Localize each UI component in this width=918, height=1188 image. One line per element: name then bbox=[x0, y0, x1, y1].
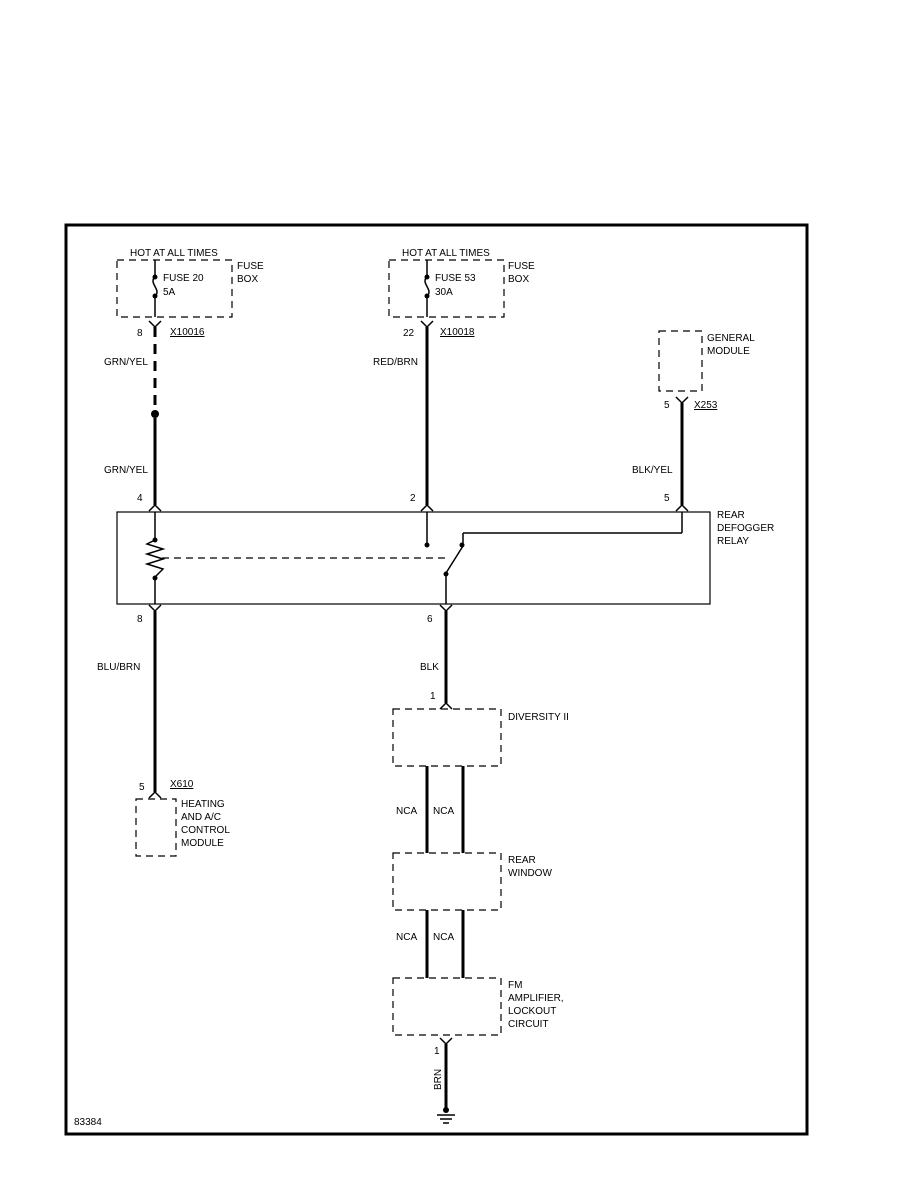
fm-amp-label-2: AMPLIFIER, bbox=[508, 993, 564, 1004]
fuse-box-1-label-1: FUSE bbox=[237, 261, 264, 272]
hvac-connector: X610 bbox=[170, 779, 194, 790]
wire-1-upper-label: GRN/YEL bbox=[104, 357, 148, 368]
connector-x610-icon bbox=[148, 790, 162, 799]
fuse-box-2-pin: 22 bbox=[403, 328, 415, 339]
relay-coil-icon bbox=[144, 539, 166, 578]
relay-outline bbox=[116, 511, 711, 605]
diversity-pin: 1 bbox=[430, 691, 436, 702]
wire-2-label: RED/BRN bbox=[373, 357, 418, 368]
fuse-box-2-hot-label: HOT AT ALL TIMES bbox=[402, 248, 490, 259]
fm-amplifier-lockout: FM AMPLIFIER, LOCKOUT CIRCUIT bbox=[392, 977, 564, 1036]
connector-x10018-icon bbox=[420, 320, 434, 329]
fuse-20-rating: 5A bbox=[163, 287, 176, 298]
fm-amp-label-3: LOCKOUT bbox=[508, 1006, 556, 1017]
wire-4-label: BLU/BRN bbox=[97, 662, 140, 673]
relay-pin-5-connector-icon bbox=[675, 503, 689, 512]
general-module-pin: 5 bbox=[664, 400, 670, 411]
relay-pin-4-connector-icon bbox=[148, 503, 162, 512]
hvac-label-2: AND A/C bbox=[181, 812, 221, 823]
splice-icon bbox=[151, 410, 159, 418]
relay-contact-nc bbox=[424, 542, 430, 548]
fm-amp-connector-icon bbox=[439, 1037, 453, 1046]
general-module-connector: X253 bbox=[694, 400, 718, 411]
hvac-control-module: 5 X610 HEATING AND A/C CONTROL MODULE bbox=[135, 779, 230, 857]
general-module-label-2: MODULE bbox=[707, 346, 750, 357]
rear-window: REAR WINDOW bbox=[392, 852, 552, 911]
diversity-connector-icon bbox=[439, 701, 453, 710]
relay-label-2: DEFOGGER bbox=[717, 523, 774, 534]
wire-ground-label: BRN bbox=[433, 1069, 444, 1090]
fm-amp-outline bbox=[392, 977, 502, 1036]
hvac-label-3: CONTROL bbox=[181, 825, 230, 836]
rear-window-outline bbox=[392, 852, 502, 911]
relay-switch-arm bbox=[445, 545, 464, 574]
fuse-box-1-hot-label: HOT AT ALL TIMES bbox=[130, 248, 218, 259]
relay-label-1: REAR bbox=[717, 510, 745, 521]
wire-nca-4-label: NCA bbox=[433, 932, 454, 943]
connector-x10016-icon bbox=[148, 320, 162, 329]
hvac-module-outline bbox=[135, 798, 177, 857]
fm-amp-label-4: CIRCUIT bbox=[508, 1019, 549, 1030]
fuse-box-1-label-2: BOX bbox=[237, 274, 258, 285]
fuse-box-2-connector: X10018 bbox=[440, 327, 475, 338]
rear-defogger-relay: REAR DEFOGGER RELAY bbox=[116, 510, 774, 605]
fuse-box-1-outline bbox=[116, 259, 233, 318]
fuse-53-rating: 30A bbox=[435, 287, 453, 298]
relay-pin-2: 2 bbox=[410, 493, 416, 504]
fuse-box-1: HOT AT ALL TIMES FUSE 20 5A FUSE BOX 8 X… bbox=[116, 248, 264, 339]
fuse-box-2-label-2: BOX bbox=[508, 274, 529, 285]
general-module-outline bbox=[658, 330, 703, 392]
general-module: GENERAL MODULE 5 X253 bbox=[658, 330, 755, 411]
general-module-label-1: GENERAL bbox=[707, 333, 755, 344]
diversity-label: DIVERSITY II bbox=[508, 712, 569, 723]
rear-window-label-2: WINDOW bbox=[508, 868, 552, 879]
relay-pin-8-connector-icon bbox=[148, 604, 162, 613]
hvac-label-1: HEATING bbox=[181, 799, 225, 810]
relay-pin-8: 8 bbox=[137, 614, 143, 625]
fm-amp-label-1: FM bbox=[508, 980, 522, 991]
relay-pin-6: 6 bbox=[427, 614, 433, 625]
diversity-ii: DIVERSITY II bbox=[392, 708, 569, 767]
fuse-20-name: FUSE 20 bbox=[163, 273, 204, 284]
fuse-53-icon bbox=[424, 276, 430, 297]
wire-1-lower-label: GRN/YEL bbox=[104, 465, 148, 476]
relay-pin-2-connector-icon bbox=[420, 503, 434, 512]
relay-pin-5: 5 bbox=[664, 493, 670, 504]
fuse-box-2-outline bbox=[388, 259, 505, 318]
fuse-box-2: HOT AT ALL TIMES FUSE 53 30A FUSE BOX 22… bbox=[388, 248, 535, 339]
hvac-pin: 5 bbox=[139, 782, 145, 793]
wire-nca-1-label: NCA bbox=[396, 806, 417, 817]
fuse-box-2-label-1: FUSE bbox=[508, 261, 535, 272]
wire-5-label: BLK bbox=[420, 662, 439, 673]
figure-id: 83384 bbox=[74, 1117, 102, 1128]
relay-label-3: RELAY bbox=[717, 536, 749, 547]
hvac-label-4: MODULE bbox=[181, 838, 224, 849]
ground-icon bbox=[437, 1114, 455, 1124]
connector-x253-icon bbox=[675, 396, 689, 405]
wire-nca-3-label: NCA bbox=[396, 932, 417, 943]
fuse-box-1-connector: X10016 bbox=[170, 327, 205, 338]
fuse-20-icon bbox=[152, 276, 158, 297]
diversity-outline bbox=[392, 708, 502, 767]
wire-3-label: BLK/YEL bbox=[632, 465, 673, 476]
wire-nca-2-label: NCA bbox=[433, 806, 454, 817]
fuse-box-1-pin: 8 bbox=[137, 328, 143, 339]
ground-junction bbox=[443, 1107, 449, 1113]
fuse-53-name: FUSE 53 bbox=[435, 273, 476, 284]
diagram-frame bbox=[64, 223, 809, 1136]
relay-pin-4: 4 bbox=[137, 493, 143, 504]
fm-amp-pin: 1 bbox=[434, 1046, 440, 1057]
relay-pin-6-connector-icon bbox=[439, 604, 453, 613]
rear-window-label-1: REAR bbox=[508, 855, 536, 866]
